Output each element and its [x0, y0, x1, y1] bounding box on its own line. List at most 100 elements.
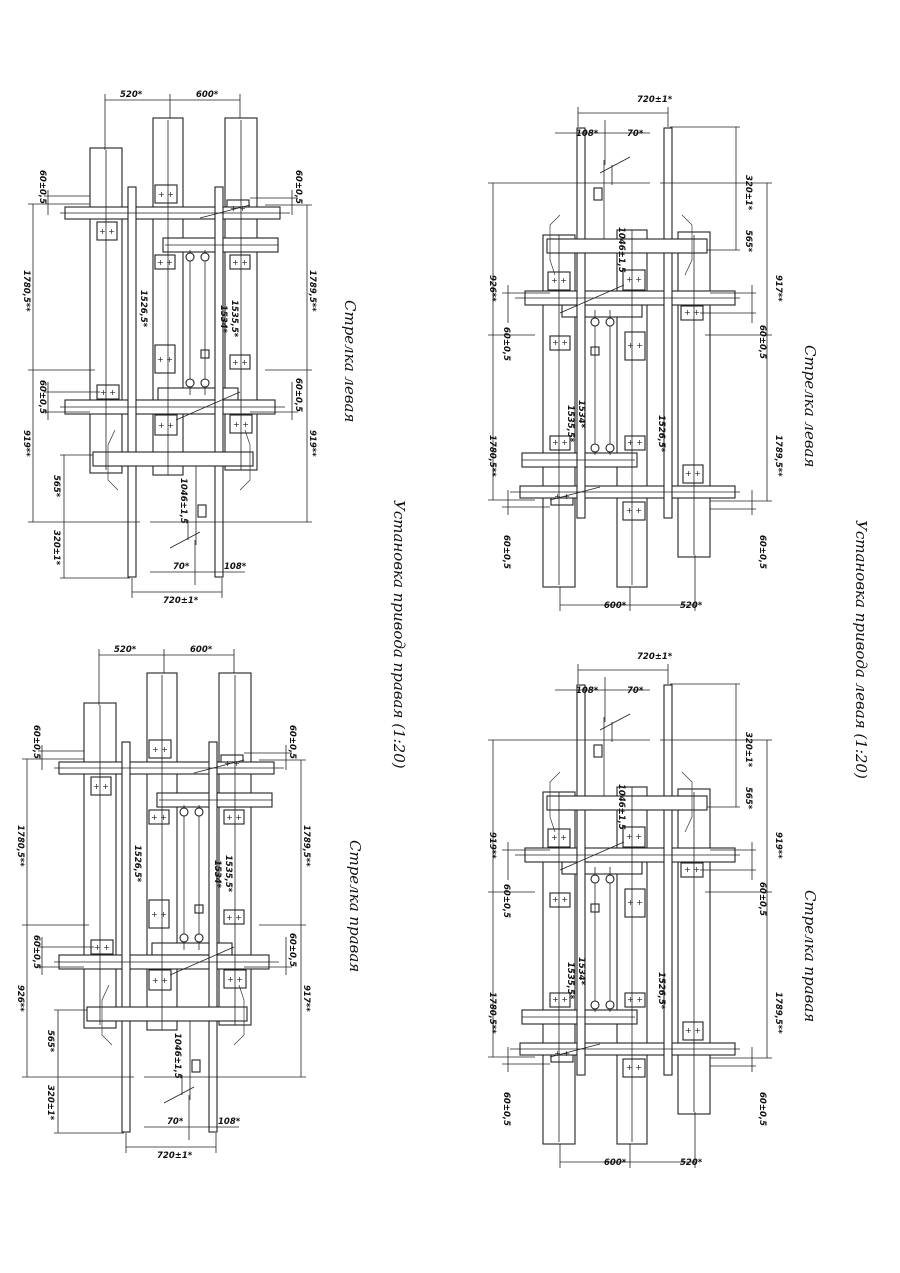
dimension-label-d1534: 1534*: [576, 957, 586, 986]
dimension-label-d1535: 1535,5*: [565, 405, 575, 443]
bolt-mark: + +: [551, 833, 567, 842]
title-drawing-3: Стрелка правая: [346, 840, 364, 972]
hinge-joint: [590, 443, 600, 453]
bolt-mark: + +: [151, 813, 167, 822]
dimension-label-top-a: 520*: [680, 1158, 703, 1168]
dimension-label-d565: 565*: [743, 230, 753, 253]
bolt-mark: + +: [100, 388, 116, 397]
dimension-label-left-short: 926**: [15, 985, 25, 1012]
plate: [622, 501, 646, 521]
drawing-geometry: + ++ ++ ++ ++ ++ ++ ++ ++ ++ +: [22, 649, 306, 1153]
dimension-label-gauge-br: 60±0,5: [501, 327, 511, 361]
drawing-left-switch-right-drive: + ++ ++ ++ ++ ++ ++ ++ ++ ++ +520*600*60…: [21, 90, 317, 606]
tie-rod: [208, 741, 218, 1133]
dimension-line: [599, 156, 631, 174]
drawing-right-switch-left-drive: + ++ ++ ++ ++ ++ ++ ++ ++ ++ +520*600*60…: [487, 652, 783, 1168]
dimension-label-right-long: 1780,5**: [487, 435, 497, 477]
drawing-geometry: + ++ ++ ++ ++ ++ ++ ++ ++ ++ +: [488, 664, 772, 1168]
hinge-joint: [605, 443, 615, 453]
drawing-geometry: + ++ ++ ++ ++ ++ ++ ++ ++ ++ +: [488, 107, 772, 611]
dimension-label-gauge-tr: 60±0,5: [287, 725, 297, 759]
bolt-mark: + +: [158, 421, 174, 430]
drive-box: [593, 744, 603, 758]
plate: [682, 1021, 704, 1041]
bolt-mark: + +: [554, 492, 570, 501]
bolt-mark: + +: [157, 258, 173, 267]
bolt-mark: + +: [626, 275, 642, 284]
dimension-label-d70: 70*: [627, 129, 644, 139]
dimension-label-d70: 70*: [173, 562, 190, 572]
dimension-label-d1534: 1534*: [576, 400, 586, 429]
caption-right-drive-installation: Установка привода правая (1:20): [390, 500, 408, 769]
bolt-mark: + +: [227, 975, 243, 984]
bolt-mark: + +: [152, 976, 168, 985]
hinge-joint: [605, 1000, 615, 1010]
hinge-joint: [605, 317, 615, 327]
dimension-label-d565: 565*: [743, 787, 753, 810]
dimension-label-d108: 108*: [224, 562, 247, 572]
dimension-label-d108: 108*: [576, 686, 599, 696]
hinge-joint: [194, 933, 204, 943]
tie-rod: [663, 684, 673, 1076]
plate: [622, 826, 646, 848]
dimension-label-d108: 108*: [218, 1117, 241, 1127]
plate: [154, 254, 176, 270]
plate: [96, 221, 118, 241]
dimension-label-d1534: 1534*: [212, 860, 222, 889]
dimension-label-right-long: 1789,5**: [301, 825, 311, 867]
dimension-label-right-long: 1780,5**: [487, 992, 497, 1034]
dimension-label-d720: 720±1*: [163, 596, 199, 606]
dimension-label-top-b: 600*: [604, 601, 627, 611]
plate: [148, 739, 172, 759]
dimension-label-gauge-bl: 60±0,5: [37, 380, 47, 414]
title-drawing-2: Стрелка левая: [801, 345, 819, 467]
dimension-label-gauge-bl: 60±0,5: [757, 325, 767, 359]
sleeper-ear: [107, 429, 119, 491]
plate: [622, 269, 646, 291]
dimension-label-d1046: 1046±1,5: [172, 1033, 182, 1079]
dimension-label-gauge-bl: 60±0,5: [31, 935, 41, 969]
dimension-label-d320: 320±1*: [743, 175, 753, 211]
dimension-label-d70: 70*: [627, 686, 644, 696]
dimension-label-left-short: 917**: [773, 275, 783, 302]
dimension-line: [599, 713, 631, 731]
plate: [549, 335, 571, 351]
plate: [223, 809, 245, 825]
bolt-mark: + +: [685, 1026, 701, 1035]
drive-box: [593, 187, 603, 201]
hinge-joint: [185, 252, 195, 262]
plate: [624, 435, 646, 451]
tie-rod: [121, 741, 131, 1133]
dimension-label-gauge-tl: 60±0,5: [757, 1092, 767, 1126]
dimension-label-right-short: 919**: [487, 832, 497, 859]
dimension-label-d720: 720±1*: [637, 652, 673, 662]
dimension-label-gauge-br: 60±0,5: [293, 378, 303, 412]
dimension-label-d1535: 1535,5*: [229, 300, 239, 338]
dimension-line: [169, 946, 235, 976]
bolt-mark: + +: [94, 943, 110, 952]
dimension-label-d1526: 1526,5*: [138, 290, 148, 328]
bolt-mark: + +: [158, 190, 174, 199]
plate: [90, 776, 112, 796]
dimension-label-left-long: 1789,5**: [773, 992, 783, 1034]
bolt-mark: + +: [684, 865, 700, 874]
plate: [154, 184, 178, 204]
cross-bar: [546, 795, 708, 811]
bolt-mark: + +: [224, 759, 240, 768]
tie-rod: [576, 127, 586, 519]
dimension-label-top-b: 600*: [190, 645, 213, 655]
title-drawing-4: Стрелка правая: [801, 890, 819, 1022]
dimension-label-top-b: 600*: [604, 1158, 627, 1168]
dimension-label-left-long: 1780,5**: [21, 270, 31, 312]
dimension-label-gauge-tr: 60±0,5: [501, 535, 511, 569]
bolt-mark: + +: [99, 227, 115, 236]
dimension-label-d320: 320±1*: [45, 1085, 55, 1121]
bolt-mark: + +: [151, 910, 167, 919]
dimension-line: [199, 204, 251, 219]
dimension-label-gauge-tr: 60±0,5: [501, 1092, 511, 1126]
hinge-joint: [590, 1000, 600, 1010]
plate: [622, 1058, 646, 1078]
dimension-line: [549, 1043, 601, 1058]
dimension-label-d720: 720±1*: [637, 95, 673, 105]
dimension-label-d320: 320±1*: [51, 530, 61, 566]
